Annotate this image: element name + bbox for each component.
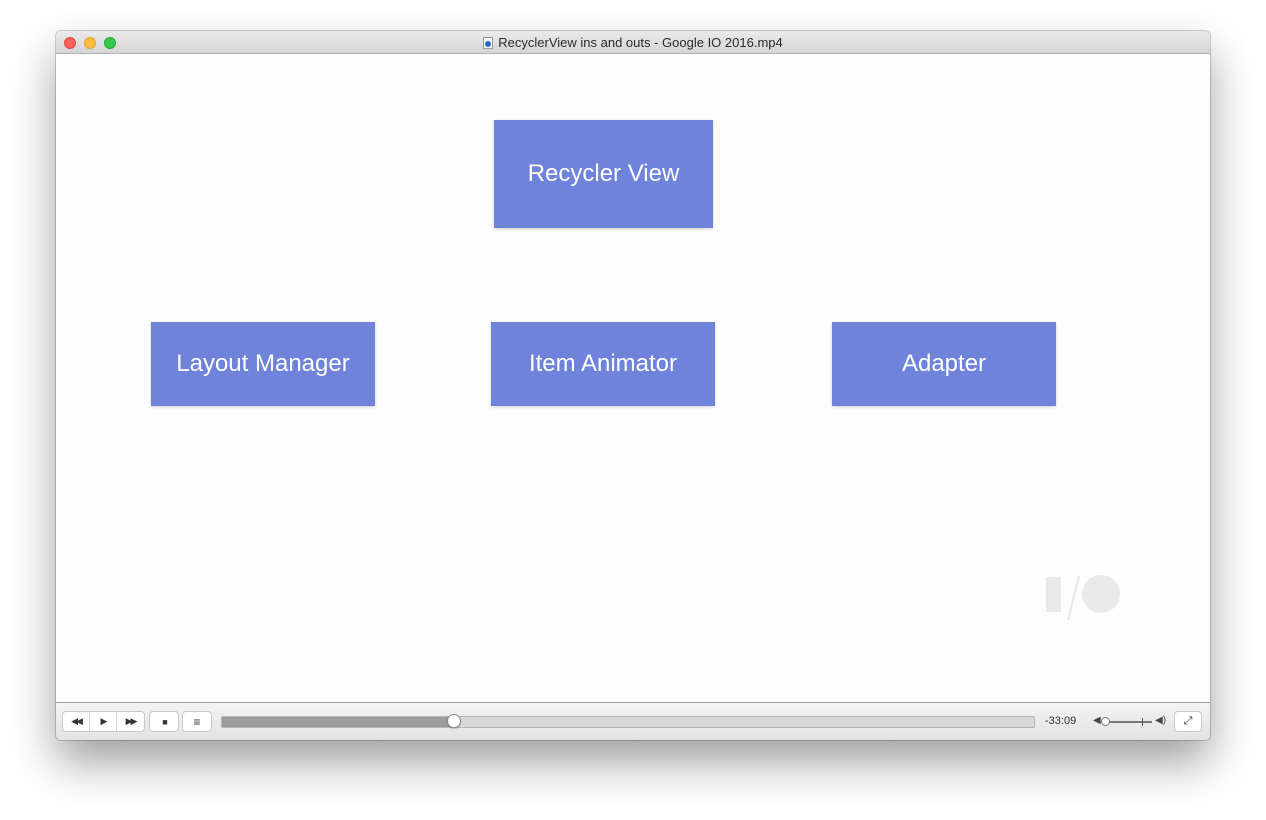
video-area[interactable]: Recycler View Layout Manager Item Animat… (56, 54, 1210, 702)
stop-icon: ■ (162, 716, 168, 727)
layout-manager-box: Layout Manager (151, 322, 375, 406)
volume-slider[interactable] (1100, 717, 1152, 726)
video-file-icon (483, 36, 494, 49)
zoom-window-button[interactable] (104, 37, 116, 49)
volume-handle[interactable] (1100, 717, 1110, 726)
playlist-icon: ≡ (193, 714, 201, 729)
playlist-button-group: ≡ (182, 711, 212, 732)
minimize-window-button[interactable] (84, 37, 96, 49)
stop-button-group: ■ (149, 711, 179, 732)
close-window-button[interactable] (64, 37, 76, 49)
seek-bar[interactable] (221, 714, 1035, 728)
window-title-group: RecyclerView ins and outs - Google IO 20… (56, 31, 1210, 54)
title-bar[interactable]: RecyclerView ins and outs - Google IO 20… (56, 31, 1210, 54)
rewind-icon: ◀◀ (71, 716, 83, 726)
rewind-button[interactable]: ◀◀ (63, 712, 90, 731)
fast-forward-button[interactable]: ▶▶ (117, 712, 144, 731)
transport-button-group: ◀◀ ▶ ▶▶ (62, 711, 145, 732)
time-remaining: -33:09 (1045, 715, 1077, 727)
play-icon: ▶ (100, 716, 108, 726)
fullscreen-button[interactable]: ⤢ (1174, 711, 1202, 732)
play-button[interactable]: ▶ (90, 712, 117, 731)
window-title: RecyclerView ins and outs - Google IO 20… (498, 35, 783, 50)
volume-low-icon[interactable]: ◀ (1093, 715, 1101, 726)
volume-high-icon[interactable]: ◀) (1155, 715, 1167, 726)
fullscreen-icon: ⤢ (1183, 715, 1193, 727)
fast-forward-icon: ▶▶ (125, 716, 138, 726)
player-window: RecyclerView ins and outs - Google IO 20… (56, 31, 1210, 740)
recycler-view-box: Recycler View (494, 120, 713, 228)
playlist-button[interactable]: ≡ (183, 712, 211, 731)
seek-handle[interactable] (447, 714, 462, 728)
stop-button[interactable]: ■ (150, 712, 178, 731)
seek-progress-fill (222, 717, 455, 727)
item-animator-box: Item Animator (491, 322, 715, 406)
playback-controls: ◀◀ ▶ ▶▶ ■ ≡ -33:09 ◀ ◀) ⤢ (56, 702, 1210, 740)
adapter-box: Adapter (832, 322, 1056, 406)
google-io-logo (1046, 575, 1120, 621)
volume-mark (1142, 718, 1143, 726)
